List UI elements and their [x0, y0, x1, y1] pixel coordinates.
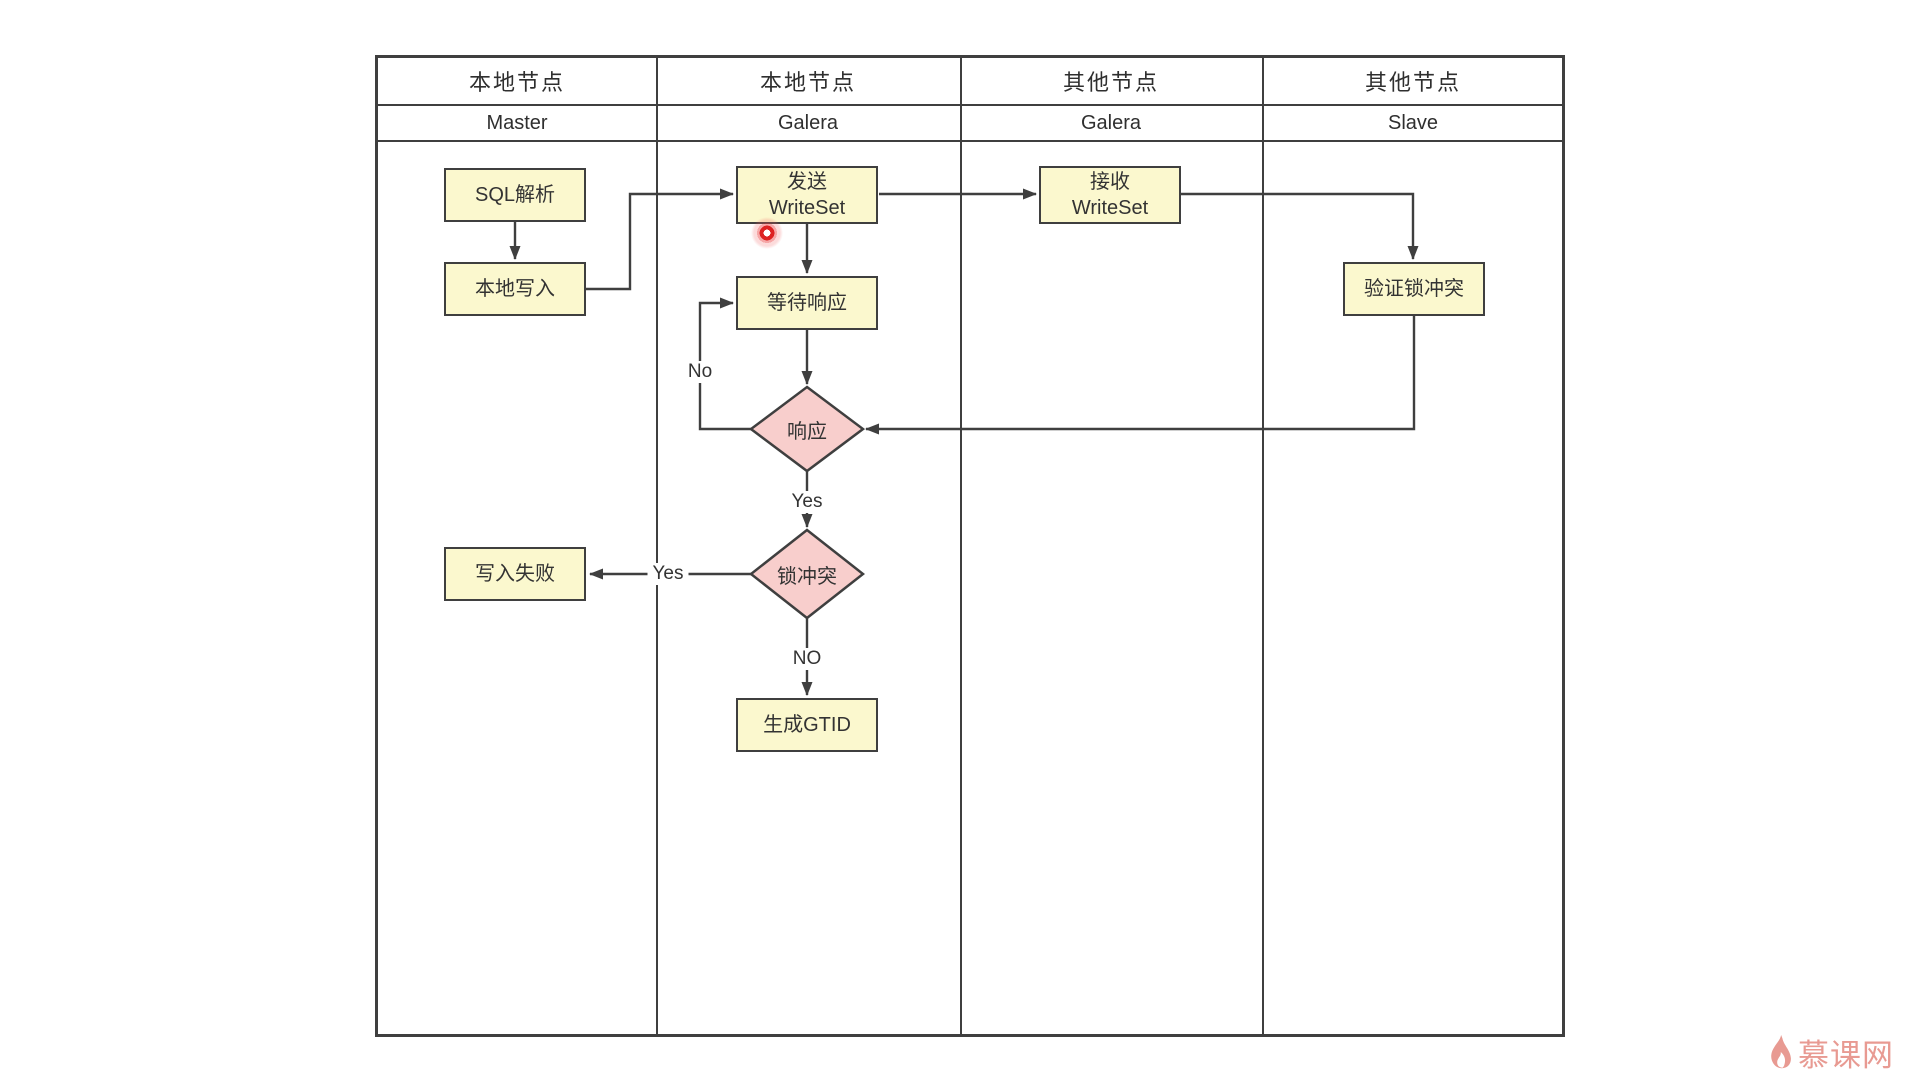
flame-icon — [1771, 1035, 1791, 1069]
lane2-group-header: 本地节点 — [759, 70, 856, 95]
node-local-write: 本地写入 — [444, 262, 586, 316]
node-label: 等待响应 — [767, 292, 847, 314]
node-receive-writeset: 接收 WriteSet — [1039, 166, 1181, 224]
decision-label: 锁冲突 — [777, 565, 837, 588]
response-diamond-shape — [749, 385, 865, 473]
node-label: 写入失败 — [475, 563, 555, 585]
lane1-role-header: Master — [486, 111, 548, 134]
node-label: SQL解析 — [474, 184, 556, 206]
lane4-role-header: Slave — [1387, 111, 1439, 134]
node-write-fail: 写入失败 — [444, 547, 586, 601]
laser-pointer-dot — [750, 216, 784, 250]
lock-conflict-diamond-shape — [749, 528, 865, 620]
imooc-watermark: 慕课网 — [1768, 1030, 1894, 1075]
lane-divider-1 — [656, 58, 658, 1034]
lane1-group-header: 本地节点 — [468, 70, 565, 95]
edge-label-lock-yes: Yes — [647, 563, 689, 585]
node-label: 本地写入 — [475, 278, 555, 300]
lane2-role-header: Galera — [777, 111, 839, 134]
header-row-divider-2 — [378, 140, 1562, 142]
node-label-line1: 接收 — [1090, 171, 1130, 193]
edge-label-response-yes: Yes — [786, 491, 828, 513]
node-label: 生成GTID — [763, 714, 851, 736]
lane4-group-header: 其他节点 — [1364, 70, 1461, 95]
decision-lock-conflict: 锁冲突 — [749, 528, 865, 620]
watermark-text: 慕课网 — [1798, 1038, 1894, 1073]
header-row-divider-1 — [378, 104, 1562, 106]
node-wait-response: 等待响应 — [736, 276, 878, 330]
node-label-line1: 发送 — [787, 171, 827, 193]
edge-label-lock-no: NO — [787, 648, 827, 670]
node-verify-lock: 验证锁冲突 — [1343, 262, 1485, 316]
lane-divider-3 — [1262, 58, 1264, 1034]
lane3-role-header: Galera — [1080, 111, 1142, 134]
node-label-line2: WriteSet — [1071, 197, 1149, 219]
lane3-group-header: 其他节点 — [1062, 70, 1159, 95]
decision-response: 响应 — [749, 385, 865, 473]
lane-divider-2 — [960, 58, 962, 1034]
edge-label-response-no: No — [682, 361, 718, 383]
node-sql-parse: SQL解析 — [444, 168, 586, 222]
node-label-line2: WriteSet — [768, 197, 846, 219]
node-label: 验证锁冲突 — [1364, 278, 1464, 300]
node-generate-gtid: 生成GTID — [736, 698, 878, 752]
node-send-writeset: 发送 WriteSet — [736, 166, 878, 224]
decision-label: 响应 — [787, 420, 827, 443]
